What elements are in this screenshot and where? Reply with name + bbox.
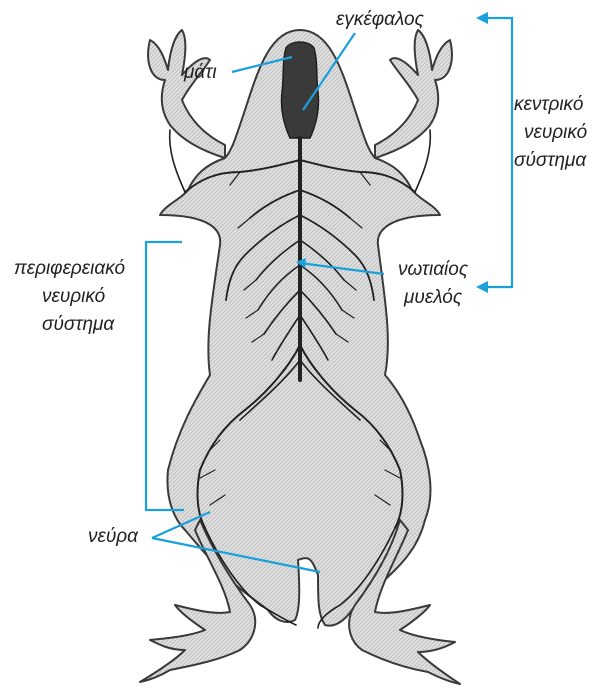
label-spinal-cord-line1: νωτιαίος	[398, 257, 468, 283]
cns-arrow-top	[476, 12, 488, 24]
label-nerves: νεύρα	[88, 524, 138, 550]
label-pns-line3: σύστημα	[42, 312, 114, 338]
label-pns-line1: περιφερειακό	[14, 256, 125, 282]
label-cns-line2: νευρικό	[524, 120, 587, 146]
label-pns-line2: νευρικό	[42, 284, 105, 310]
label-cns-line3: σύστημα	[514, 148, 586, 174]
label-eye: μάτι	[184, 60, 217, 86]
cns-bracket	[486, 18, 512, 287]
label-cns-line1: κεντρικό	[514, 92, 583, 118]
brain-shape	[281, 42, 318, 138]
label-spinal-cord-line2: μυελός	[404, 285, 462, 311]
cns-arrow-bottom	[476, 281, 488, 293]
label-brain: εγκέφαλος	[336, 7, 424, 33]
